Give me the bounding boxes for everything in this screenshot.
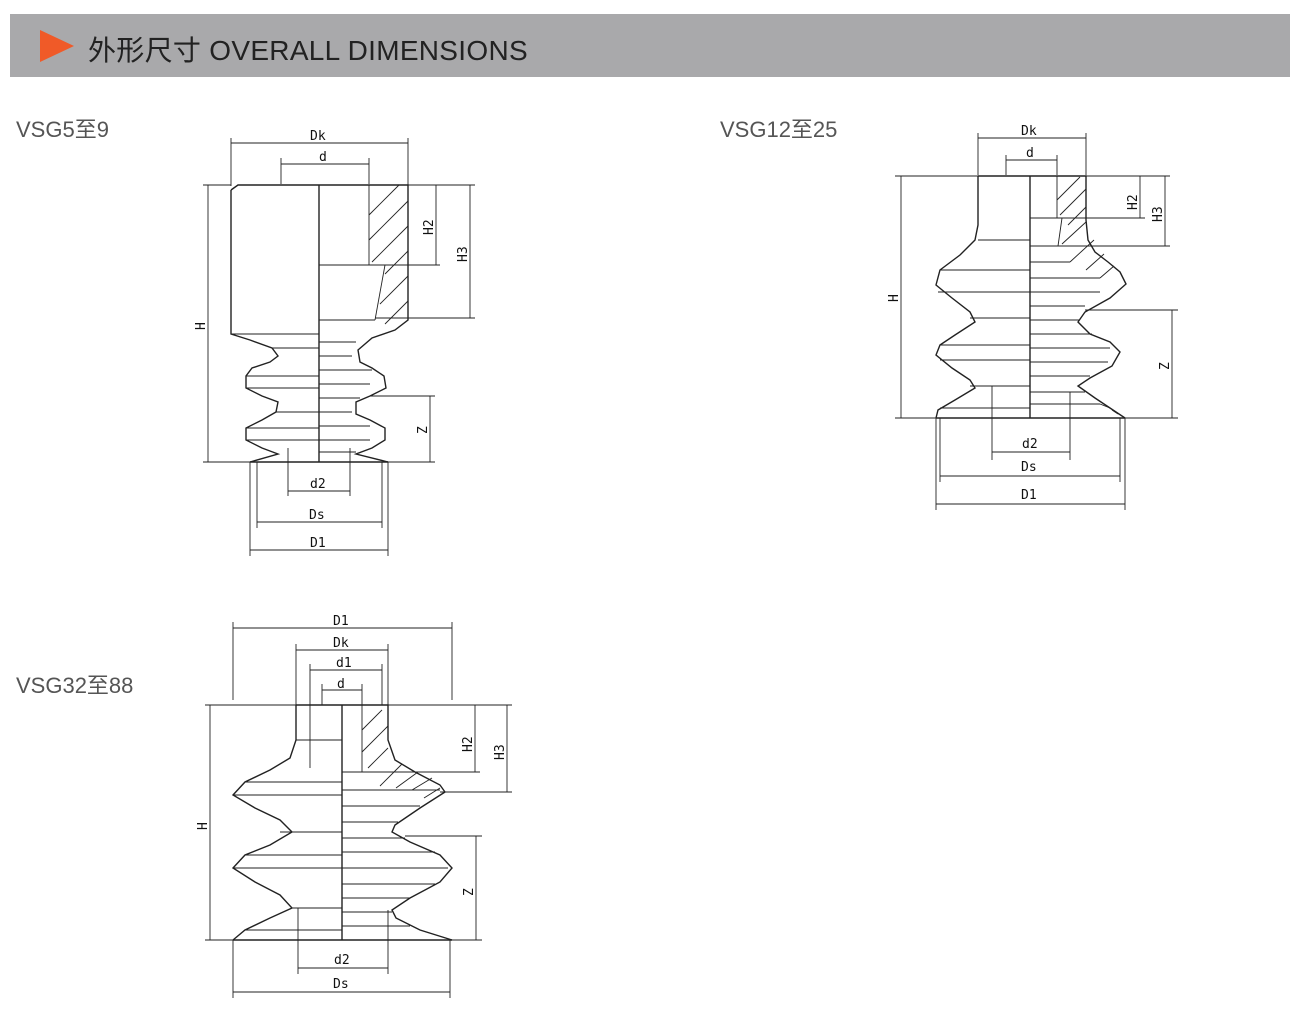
play-triangle-icon	[40, 30, 74, 62]
section-header: 外形尺寸 OVERALL DIMENSIONS	[10, 14, 1290, 77]
dim-label-d1-top: D1	[333, 614, 349, 629]
model-label-vsg5: VSG5至9	[16, 117, 109, 142]
dim-label-d1: D1	[1021, 488, 1037, 503]
dim-label-h2: H2	[461, 736, 476, 752]
dim-label-d2: d2	[334, 953, 350, 968]
dim-label-z: Z	[462, 888, 477, 896]
dim-label-ds: Ds	[333, 977, 349, 992]
dim-label-h3: H3	[493, 744, 508, 760]
dim-label-h: H	[194, 322, 209, 330]
dim-label-dk: Dk	[310, 129, 326, 144]
dim-label-d2: d2	[1022, 437, 1038, 452]
dim-label-d2: d2	[310, 477, 326, 492]
dim-label-d: d	[1026, 146, 1034, 161]
dim-label-ds: Ds	[309, 508, 325, 523]
dim-label-z: Z	[416, 426, 431, 434]
dim-label-d: d	[319, 150, 327, 165]
section-title: 外形尺寸 OVERALL DIMENSIONS	[88, 35, 528, 66]
dim-label-d1: D1	[310, 536, 326, 551]
dim-label-dk: Dk	[1021, 124, 1037, 139]
dim-label-h2: H2	[1126, 194, 1141, 210]
model-label-vsg32: VSG32至88	[16, 673, 134, 698]
diagram-vsg12: Dk d	[887, 124, 1178, 510]
dim-label-h3: H3	[1151, 206, 1166, 222]
diagram-vsg32: D1 Dk d1 d	[196, 614, 512, 998]
dim-label-d: d	[337, 677, 345, 692]
dim-label-z: Z	[1158, 362, 1173, 370]
dim-label-h: H	[196, 822, 211, 830]
dim-label-d1: d1	[336, 656, 352, 671]
dim-label-h: H	[887, 294, 902, 302]
diagram-vsg5: Dk d	[194, 129, 475, 556]
dim-label-h2: H2	[422, 219, 437, 235]
dim-label-h3: H3	[456, 246, 471, 262]
dim-label-dk: Dk	[333, 636, 349, 651]
dim-label-ds: Ds	[1021, 460, 1037, 475]
model-label-vsg12: VSG12至25	[720, 117, 838, 142]
